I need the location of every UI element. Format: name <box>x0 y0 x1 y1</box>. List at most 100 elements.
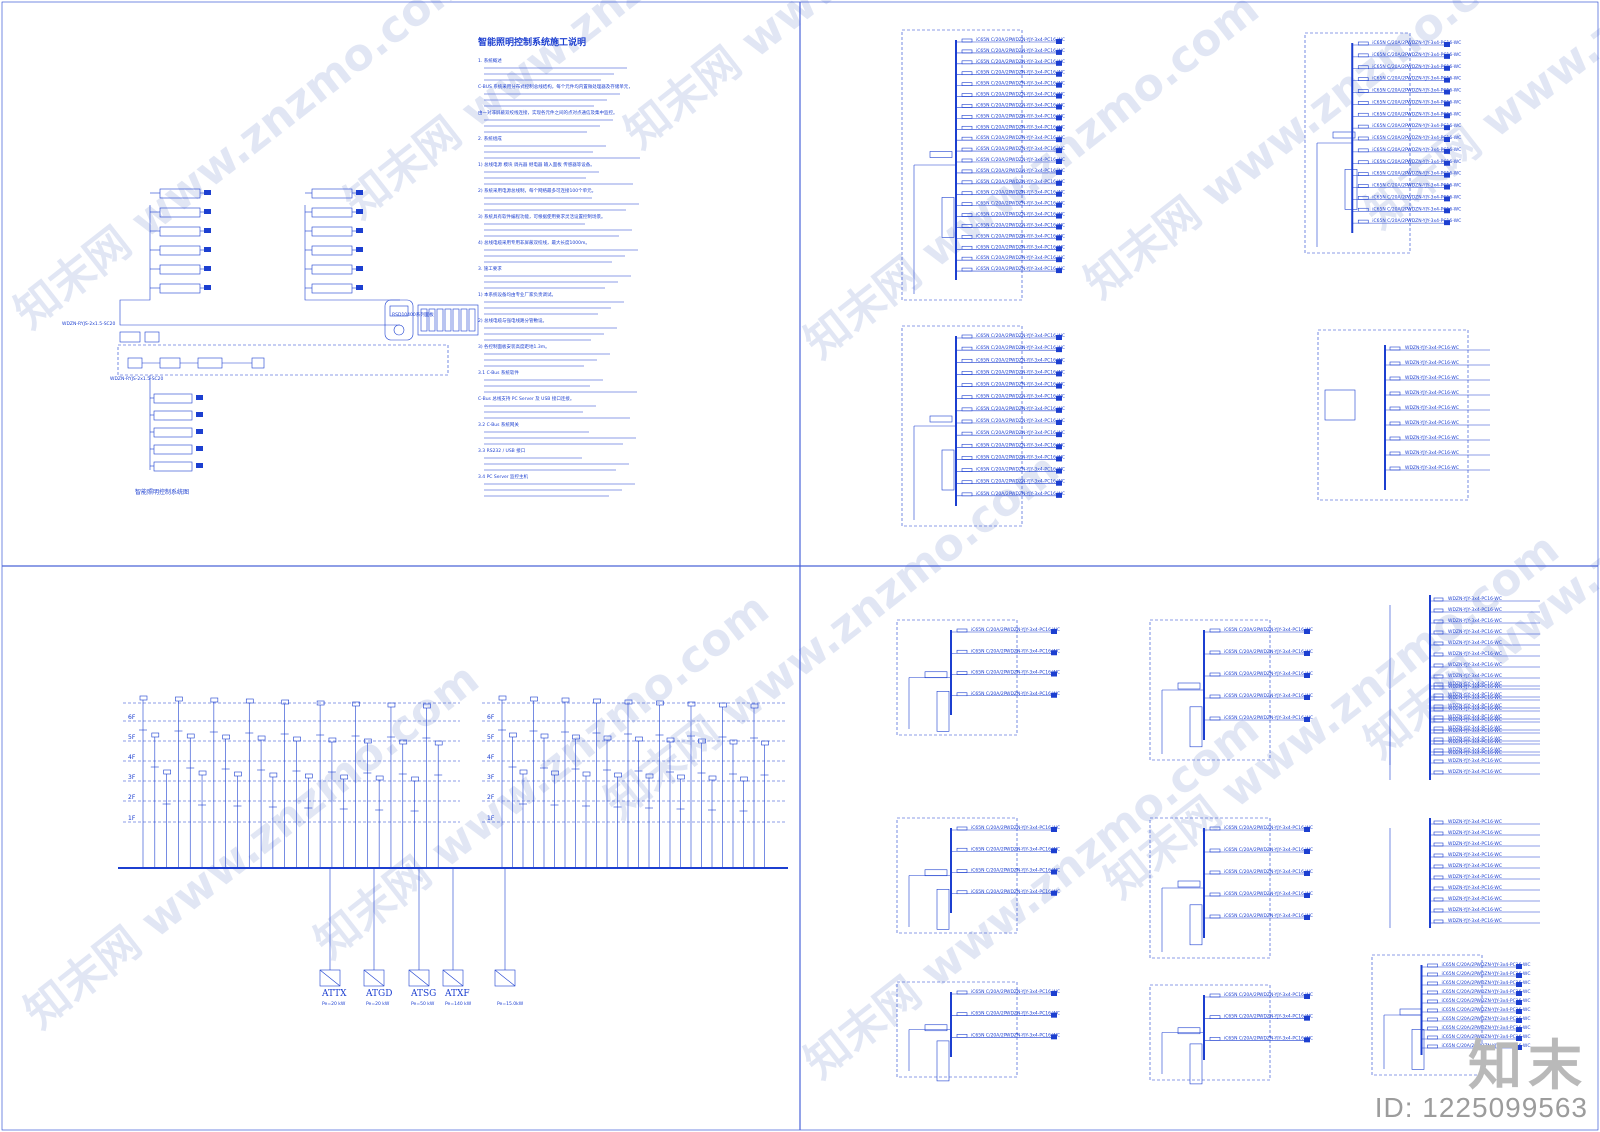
floor-label: 6F <box>487 714 495 721</box>
cable-label: WDZN-YJY-3x4-PC16-WC <box>1011 467 1065 473</box>
breaker-label: iC65N C/20A/2P <box>1224 992 1260 998</box>
svg-text:WDZN-RYJS-2x1.5-SC20: WDZN-RYJS-2x1.5-SC20 <box>110 376 164 382</box>
cable-label: WDZN-YJY-3x4-PC16-WC <box>1011 113 1065 119</box>
cable-label: WDZN-YJY-3x4-PC16-WC <box>1477 980 1531 986</box>
cable-label: WDZN-YJY-3x4-PC16-WC <box>1011 266 1065 272</box>
cable-label: WDZN-YJY-3x4-PC16-WC <box>1477 1025 1531 1031</box>
breaker-label: iC65N C/20A/2P <box>976 266 1012 272</box>
breaker-label: iC65N C/20A/2P <box>976 233 1012 239</box>
cable-label: WDZN-YJY-3x4-PC16-WC <box>1448 769 1502 775</box>
cable-label: WDZN-YJY-3x4-PC16-WC <box>1477 989 1531 995</box>
breaker-label: iC65N C/20A/2P <box>1224 1014 1260 1020</box>
breaker-label: iC65N C/20A/2P <box>976 345 1012 351</box>
cable-label: WDZN-YJY-3x4-PC16-WC <box>1259 627 1313 633</box>
cable-label: WDZN-YJY-3x4-PC16-WC <box>1011 255 1065 261</box>
breaker-label: iC65N C/20A/2P <box>1224 671 1260 677</box>
cable-label: WDZN-YJY-3x4-PC16-WC <box>1407 64 1461 70</box>
breaker-label: iC65N C/20A/2P <box>971 989 1007 995</box>
cable-label: WDZN-YJY-3x4-PC16-WC <box>1006 1032 1060 1038</box>
cable-label: WDZN-YJY-3x4-PC16-WC <box>1448 907 1502 913</box>
cable-label: WDZN-YJY-3x4-PC16-WC <box>1006 868 1060 874</box>
cable-label: WDZN-YJY-3x4-PC16-WC <box>1011 70 1065 76</box>
distribution-board: WDZN-YJY-3x4-PC16-WC WDZN-YJY-3x4-PC16-WC… <box>1389 818 1540 928</box>
notes-title: 智能照明控制系统施工说明 <box>478 36 586 48</box>
panel-load: Pe=50 kW <box>411 1001 435 1007</box>
breaker-label: iC65N C/20A/2P <box>971 846 1007 852</box>
cable-label: WDZN-YJY-3x4-PC16-WC <box>1448 896 1502 902</box>
cable-label: WDZN-YJY-3x4-PC16-WC <box>1407 135 1461 141</box>
notes-line: 1) 总线电源 模块 调光器 继电器 输入面板 传感器等设备。 <box>478 161 595 168</box>
cable-label: WDZN-YJY-3x4-PC16-WC <box>1448 684 1502 690</box>
floor-label: 2F <box>487 794 495 801</box>
cable-label: WDZN-YJY-3x4-PC16-WC <box>1477 1043 1531 1049</box>
breaker-label: iC65N C/20A/2P <box>1442 962 1478 968</box>
breaker-label: iC65N C/20A/2P <box>976 244 1012 250</box>
breaker-label: iC65N C/20A/2P <box>1442 998 1478 1004</box>
cable-label: WDZN-YJY-3x4-PC16-WC <box>1448 852 1502 858</box>
floor-label: 6F <box>128 714 136 721</box>
brand-logo: 知末 <box>1468 1036 1588 1097</box>
cable-label: WDZN-YJY-3x4-PC16-WC <box>1448 758 1502 764</box>
breaker-label: iC65N C/20A/2P <box>1372 159 1408 165</box>
panel-load: Pe=20 kW <box>366 1001 390 1007</box>
floor-label: 3F <box>128 774 136 781</box>
cable-label: WDZN-YJY-3x4-PC16-WC <box>1405 465 1459 471</box>
cable-label: WDZN-YJY-3x4-PC16-WC <box>1405 345 1459 351</box>
cable-label: WDZN-YJY-3x4-PC16-WC <box>1405 435 1459 441</box>
breaker-label: iC65N C/20A/2P <box>976 179 1012 185</box>
cable-label: WDZN-YJY-3x4-PC16-WC <box>1448 725 1502 731</box>
cable-label: WDZN-YJY-3x4-PC16-WC <box>1407 171 1461 177</box>
breaker-label: iC65N C/20A/2P <box>971 868 1007 874</box>
cable-label: WDZN-YJY-3x4-PC16-WC <box>1448 714 1502 720</box>
cable-label: WDZN-YJY-3x4-PC16-WC <box>1011 190 1065 196</box>
breaker-label: iC65N C/20A/2P <box>1372 99 1408 105</box>
cable-label: WDZN-YJY-3x4-PC16-WC <box>1448 736 1502 742</box>
cable-label: WDZN-YJY-3x4-PC16-WC <box>1448 750 1502 756</box>
breaker-label: iC65N C/20A/2P <box>976 454 1012 460</box>
breaker-label: iC65N C/20A/2P <box>1224 891 1260 897</box>
cable-label: WDZN-YJY-3x4-PC16-WC <box>1405 390 1459 396</box>
notes-line: 3. 施工要求 <box>478 265 502 272</box>
cable-label: WDZN-YJY-3x4-PC16-WC <box>1011 146 1065 152</box>
cable-label: WDZN-YJY-3x4-PC16-WC <box>1011 369 1065 375</box>
breaker-label: iC65N C/20A/2P <box>1372 123 1408 129</box>
cable-label: WDZN-YJY-3x4-PC16-WC <box>1011 102 1065 108</box>
cable-label: WDZN-YJY-3x4-PC16-WC <box>1407 194 1461 200</box>
cable-label: WDZN-YJY-3x4-PC16-WC <box>1405 450 1459 456</box>
cable-label: WDZN-YJY-3x4-PC16-WC <box>1011 418 1065 424</box>
cable-label: WDZN-YJY-3x4-PC16-WC <box>1448 662 1502 668</box>
cable-label: WDZN-YJY-3x4-PC16-WC <box>1448 830 1502 836</box>
notes-line: 2. 系统组成 <box>478 135 502 142</box>
cable-label: WDZN-YJY-3x4-PC16-WC <box>1259 693 1313 699</box>
breaker-label: iC65N C/20A/2P <box>976 92 1012 98</box>
notes-line: 2) 总线电缆与强电线路分管敷设。 <box>478 317 547 324</box>
cable-label: WDZN-YJY-3x4-PC16-WC <box>1006 989 1060 995</box>
breaker-label: iC65N C/20A/2P <box>976 479 1012 485</box>
breaker-label: iC65N C/20A/2P <box>1372 40 1408 46</box>
notes-line: 1) 本系统设备均由专业厂家负责调试。 <box>478 291 556 298</box>
notes-line: 由一对非屏蔽双绞线连接，实现各元件之间的点对点通信及集中监控。 <box>478 109 618 116</box>
notes-line: 4) 总线电缆采用专用非屏蔽双绞线，最大长度1000m。 <box>478 239 590 246</box>
breaker-label: iC65N C/20A/2P <box>1442 1034 1478 1040</box>
breaker-label: iC65N C/20A/2P <box>976 222 1012 228</box>
cable-label: WDZN-YJY-3x4-PC16-WC <box>1011 345 1065 351</box>
floor-label: 3F <box>487 774 495 781</box>
breaker-label: iC65N C/20A/2P <box>971 889 1007 895</box>
breaker-label: iC65N C/20A/2P <box>976 168 1012 174</box>
cable-label: WDZN-YJY-3x4-PC16-WC <box>1448 874 1502 880</box>
cable-label: WDZN-YJY-3x4-PC16-WC <box>1448 885 1502 891</box>
cable-label: WDZN-YJY-3x4-PC16-WC <box>1448 706 1502 712</box>
cable-label: WDZN-YJY-3x4-PC16-WC <box>1006 825 1060 831</box>
cable-label: WDZN-YJY-3x4-PC16-WC <box>1011 81 1065 87</box>
breaker-label: iC65N C/20A/2P <box>1224 847 1260 853</box>
